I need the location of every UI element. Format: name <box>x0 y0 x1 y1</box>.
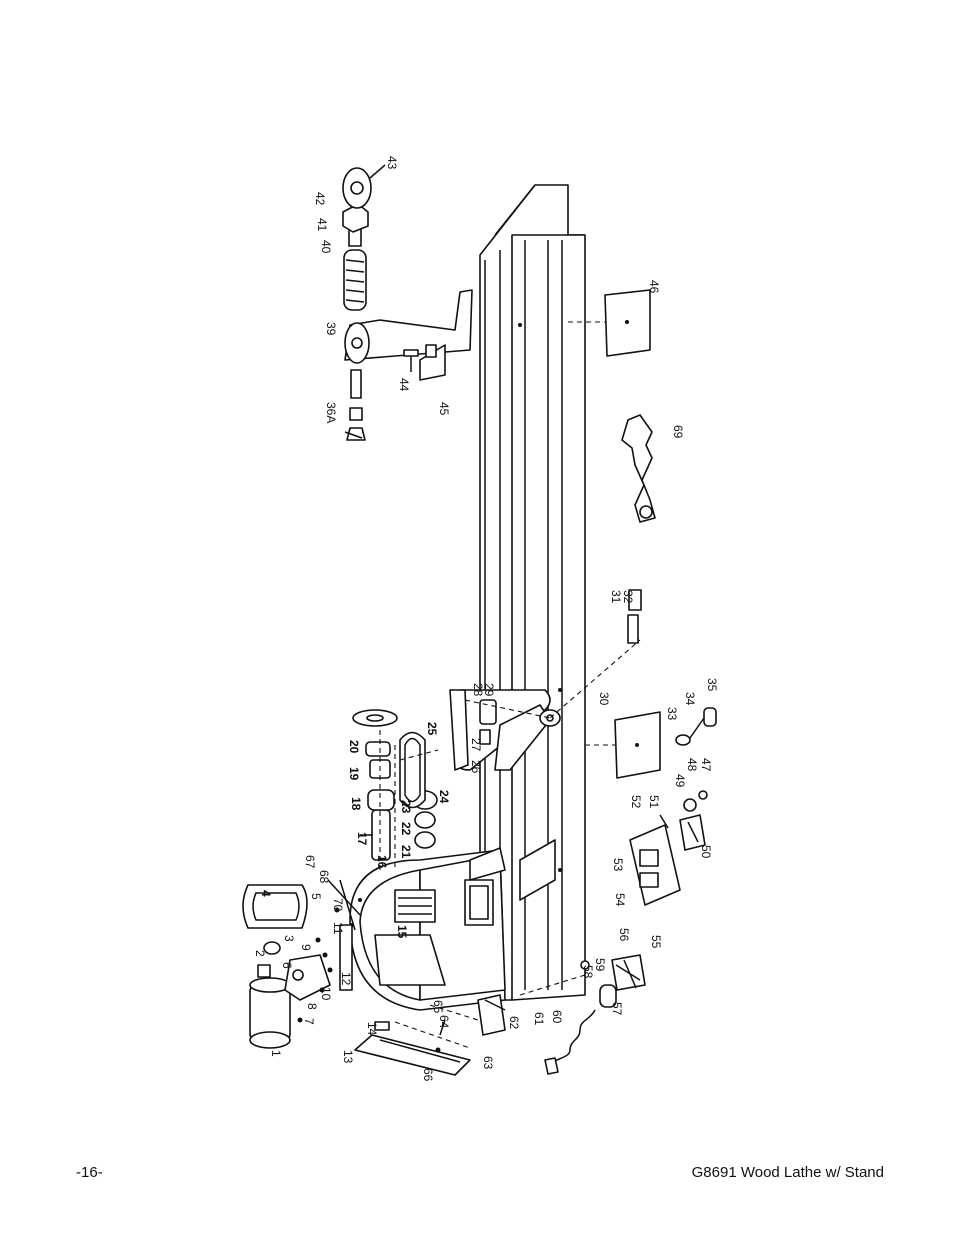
callout-68: 68 <box>317 870 331 884</box>
callout-58: 58 <box>581 965 595 979</box>
callout-35: 35 <box>705 678 719 692</box>
callout-17: 17 <box>355 832 369 846</box>
side-cover-assembly <box>354 994 506 1076</box>
callout-54: 54 <box>613 893 627 907</box>
callout-66: 66 <box>421 1068 435 1082</box>
callout-3: 3 <box>282 935 296 942</box>
callout-10: 10 <box>319 987 333 1001</box>
callout-24: 24 <box>437 790 451 804</box>
callout-7: 7 <box>302 1018 316 1025</box>
callout-32: 32 <box>621 590 635 604</box>
callout-49: 49 <box>673 774 687 788</box>
callout-14: 14 <box>365 1022 379 1036</box>
callout-47: 47 <box>699 758 713 772</box>
callout-45: 45 <box>437 402 451 416</box>
callout-69: 69 <box>671 425 685 439</box>
callout-33: 33 <box>665 707 679 721</box>
tool-rest-assembly <box>449 589 642 771</box>
callout-42: 42 <box>313 192 327 206</box>
callout-13: 13 <box>341 1050 355 1064</box>
callout-39: 39 <box>324 322 338 336</box>
callout-25: 25 <box>425 722 439 736</box>
callout-34: 34 <box>683 692 697 706</box>
callout-50: 50 <box>699 845 713 859</box>
callout-labels: 1 2 3 4 5 6 7 8 9 10 11 12 13 14 15 16 1… <box>253 156 719 1082</box>
callout-53: 53 <box>611 858 625 872</box>
callout-26: 26 <box>469 760 483 774</box>
callout-62: 62 <box>507 1016 521 1030</box>
lathe-bed <box>479 184 586 1001</box>
callout-21: 21 <box>399 845 413 859</box>
callout-60: 60 <box>550 1010 564 1024</box>
callout-52: 52 <box>629 795 643 809</box>
callout-5: 5 <box>309 893 323 900</box>
loose-parts <box>519 289 717 1075</box>
switch-box-assembly <box>629 790 708 906</box>
callout-15: 15 <box>395 925 409 939</box>
callout-29: 29 <box>482 683 496 697</box>
callout-40: 40 <box>319 240 333 254</box>
callout-28: 28 <box>471 683 485 697</box>
callout-67: 67 <box>303 855 317 869</box>
callout-46: 46 <box>647 280 661 294</box>
page-number: -16- <box>76 1164 103 1181</box>
callout-30: 30 <box>597 692 611 706</box>
callout-43: 43 <box>385 156 399 170</box>
spindle-assembly <box>352 709 439 870</box>
motor-assembly <box>242 884 353 1049</box>
callout-23: 23 <box>399 800 413 814</box>
callout-9: 9 <box>299 944 313 951</box>
callout-48: 48 <box>685 758 699 772</box>
callout-1: 1 <box>269 1050 283 1057</box>
callout-20: 20 <box>347 740 361 754</box>
callout-18: 18 <box>349 797 363 811</box>
leader-lines <box>327 879 506 1036</box>
callout-12: 12 <box>339 972 353 986</box>
callout-27: 27 <box>469 738 483 752</box>
callout-59: 59 <box>593 958 607 972</box>
callout-6: 6 <box>280 962 294 969</box>
callout-70: 70 <box>331 898 345 912</box>
callout-56: 56 <box>617 928 631 942</box>
callout-41: 41 <box>315 218 329 232</box>
tailstock-assembly <box>342 164 473 441</box>
callout-8: 8 <box>305 1003 319 1010</box>
callout-63: 63 <box>481 1056 495 1070</box>
callout-61: 61 <box>532 1012 546 1026</box>
callout-65: 65 <box>431 1000 445 1014</box>
callout-31: 31 <box>609 590 623 604</box>
document-title: G8691 Wood Lathe w/ Stand <box>691 1164 884 1181</box>
callout-36A: 36A <box>324 402 338 423</box>
callout-55: 55 <box>649 935 663 949</box>
callout-16: 16 <box>375 855 389 869</box>
callout-64: 64 <box>437 1015 451 1029</box>
callout-44: 44 <box>397 378 411 392</box>
callout-22: 22 <box>399 822 413 836</box>
callout-2: 2 <box>253 950 267 957</box>
headstock-housing <box>349 847 506 1011</box>
callout-4: 4 <box>259 890 273 897</box>
callout-57: 57 <box>610 1002 624 1016</box>
callout-11: 11 <box>331 922 345 935</box>
callout-51: 51 <box>647 795 661 809</box>
callout-19: 19 <box>347 767 361 781</box>
